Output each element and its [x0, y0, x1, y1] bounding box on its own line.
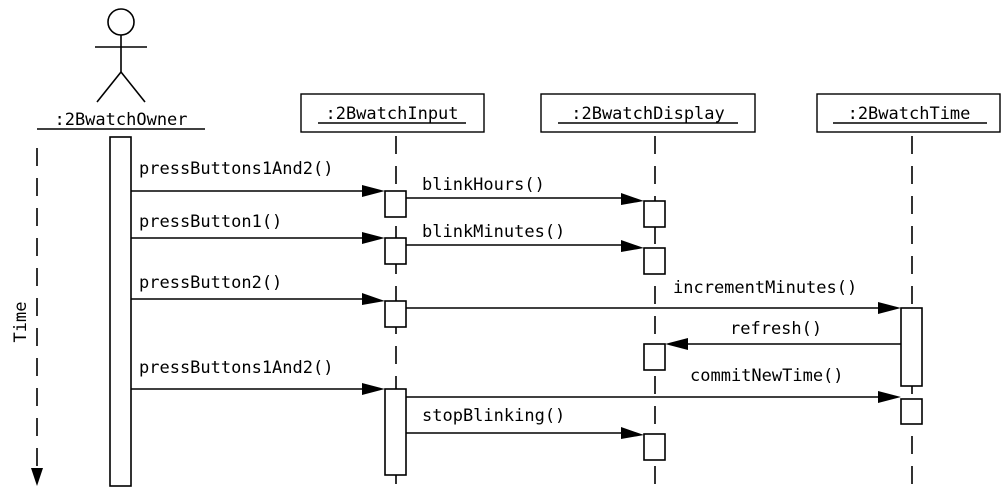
activation-input-1	[384, 190, 407, 218]
activation-display-1	[643, 200, 666, 228]
message-commitNewTime	[406, 391, 901, 403]
message-pressButtons1And2-2	[131, 383, 385, 395]
time-axis	[31, 148, 43, 486]
activation-input-4	[384, 388, 407, 476]
message-pressButtons1And2-1	[131, 185, 385, 197]
activation-input-3	[384, 300, 407, 328]
message-label: pressButtons1And2()	[139, 159, 333, 179]
message-pressButton1	[131, 232, 385, 244]
stick-figure-icon	[95, 8, 147, 103]
activation-time-1	[900, 307, 923, 387]
message-label: refresh()	[730, 319, 822, 339]
message-label: pressButton1()	[139, 212, 282, 232]
message-pressButton2	[131, 293, 385, 305]
object-box-input: :2BwatchInput	[300, 93, 485, 133]
object-box-display: :2BwatchDisplay	[540, 93, 756, 133]
message-refresh	[665, 338, 901, 350]
message-incrementMinutes	[406, 302, 901, 314]
message-stopBlinking	[406, 427, 644, 439]
message-label: pressButton2()	[139, 273, 282, 293]
message-label: incrementMinutes()	[673, 278, 857, 298]
activation-time-2	[900, 398, 923, 425]
message-blinkHours	[406, 193, 644, 205]
message-label: blinkMinutes()	[422, 222, 565, 242]
activation-display-3	[643, 343, 666, 371]
activation-display-4	[643, 433, 666, 461]
message-label: blinkHours()	[422, 175, 545, 195]
message-label: stopBlinking()	[422, 406, 565, 426]
object-box-time: :2BwatchTime	[816, 93, 1001, 133]
activation-actor	[109, 136, 132, 487]
activation-input-2	[384, 237, 407, 265]
activation-display-2	[643, 247, 666, 275]
object-label-display: :2BwatchDisplay	[571, 104, 725, 124]
object-label-input: :2BwatchInput	[325, 104, 458, 124]
time-axis-label: Time	[11, 302, 31, 343]
object-label-time: :2BwatchTime	[848, 104, 971, 124]
message-label: pressButtons1And2()	[139, 358, 333, 378]
actor-label: :2BwatchOwner	[54, 110, 187, 130]
message-label: commitNewTime()	[690, 366, 844, 386]
message-blinkMinutes	[406, 240, 644, 252]
